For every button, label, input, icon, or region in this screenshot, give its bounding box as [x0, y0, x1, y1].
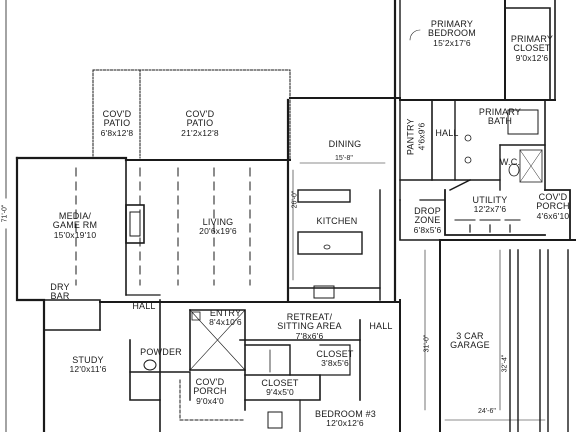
hall-right-label: HALL	[365, 321, 397, 331]
closet-lower-name: CLOSET	[261, 378, 299, 388]
covd-patio-small-label: COV'D PATIO 6'8x12'8	[92, 109, 142, 138]
kitchen-depth-dim: 26'-0"	[291, 190, 299, 209]
covd-patio-large-label: COV'D PATIO 21'2x12'8	[170, 109, 230, 138]
kitchen-label: KITCHEN	[312, 216, 362, 226]
closet-right-name: CLOSET	[316, 349, 354, 359]
covd-porch-front-dims: 9'0x4'0	[196, 395, 224, 406]
hall-upper-name: HALL	[435, 128, 459, 138]
living-label: LIVING 20'6x19'6	[188, 217, 248, 237]
utility-name: UTILITY	[472, 195, 508, 205]
media-name-2: GAME RM	[52, 220, 98, 231]
closet-right-dims: 3'8x5'6	[321, 358, 349, 369]
primary-closet-dims: 9'0x12'6	[515, 52, 549, 63]
garage-name-1: 3 CAR	[456, 331, 484, 341]
entry-label: ENTRY 8'4x10'6	[198, 308, 253, 328]
covd-porch-right-name-2: PORCH	[536, 201, 570, 212]
dining-name: DINING	[328, 139, 362, 149]
garage-depth-dim-1: 31'-0"	[423, 334, 431, 353]
covd-porch-front-name-1: COV'D	[195, 377, 225, 387]
wc-name: W.C.	[499, 157, 521, 167]
overall-depth-dim: 71'-0"	[1, 198, 9, 229]
hall-right-name: HALL	[369, 321, 393, 331]
covd-porch-front-label: COV'D PORCH 9'0x4'0	[185, 377, 235, 406]
utility-label: UTILITY 12'2x7'6	[465, 195, 515, 215]
kitchen-name: KITCHEN	[316, 216, 358, 226]
primary-bedroom-dims: 15'2x17'6	[433, 37, 471, 48]
dining-label: DINING	[320, 139, 370, 149]
media-label: MEDIA/ GAME RM 15'0x19'10	[40, 211, 110, 240]
primary-bath-label: PRIMARY BATH	[470, 107, 530, 127]
covd-patio-small-name-2: PATIO	[103, 118, 131, 129]
covd-patio-small-name-1: COV'D	[102, 109, 132, 119]
study-name: STUDY	[72, 355, 104, 365]
garage-name-2: GARAGE	[450, 340, 490, 351]
drop-zone-dims: 6'8x5'6	[413, 224, 442, 235]
covd-patio-large-name-2: PATIO	[186, 118, 214, 129]
living-dims: 20'6x19'6	[199, 226, 237, 237]
garage-label: 3 CAR GARAGE	[445, 331, 495, 351]
dining-width-dim: 15'-8"	[335, 155, 353, 162]
pantry-dims: 4'6x9'6	[416, 122, 427, 151]
media-name-1: MEDIA/	[58, 211, 92, 221]
bedroom3-name: BEDROOM #3	[315, 409, 377, 419]
bedroom3-label: BEDROOM #3 12'0x12'6	[315, 409, 377, 429]
bedroom3-dims: 12'0x12'6	[326, 418, 364, 429]
drop-zone-label: DROP ZONE 6'8x5'6	[405, 206, 450, 235]
pantry-label: PANTRY 4'6x9'6	[390, 118, 440, 160]
closet-lower-dims: 9'4x5'0	[266, 387, 294, 398]
primary-bedroom-name-2: BEDROOM	[428, 28, 476, 39]
study-label: STUDY 12'0x11'6	[58, 355, 118, 375]
covd-patio-large-dims: 21'2x12'8	[181, 127, 219, 138]
retreat-name-1: RETREAT/	[286, 312, 333, 322]
primary-bedroom-label: PRIMARY BEDROOM 15'2x17'6	[412, 19, 492, 48]
entry-dims: 8'4x10'6	[209, 317, 242, 328]
primary-bedroom-name-1: PRIMARY	[430, 19, 474, 29]
dry-bar-name-1: DRY	[50, 282, 70, 292]
hall-upper-label: HALL	[433, 128, 461, 138]
primary-closet-label: PRIMARY CLOSET 9'0x12'6	[507, 34, 557, 63]
retreat-label: RETREAT/ SITTING AREA 7'8x6'6	[262, 312, 357, 341]
pantry-name: PANTRY	[405, 118, 416, 156]
dry-bar-label: DRY BAR	[45, 282, 75, 302]
hall-left-label: HALL	[128, 301, 160, 311]
covd-porch-right-label: COV'D PORCH 4'6x6'10	[530, 192, 576, 221]
covd-porch-right-name-1: COV'D	[538, 192, 568, 202]
drop-zone-name-1: DROP	[414, 206, 441, 216]
wc-label: W.C.	[498, 157, 522, 167]
retreat-name-2: SITTING AREA	[277, 321, 342, 332]
garage-depth-dim-2: 32'-4"	[501, 354, 509, 373]
covd-patio-small-dims: 6'8x12'8	[100, 127, 134, 138]
garage-width-dim: 24'-6"	[478, 408, 496, 415]
closet-lower-label: CLOSET 9'4x5'0	[255, 378, 305, 398]
primary-closet-name-1: PRIMARY	[510, 34, 554, 44]
covd-porch-right-dims: 4'6x6'10	[536, 210, 570, 221]
dry-bar-name-2: BAR	[50, 291, 70, 302]
closet-right-label: CLOSET 3'8x5'6	[315, 349, 355, 369]
powder-name: POWDER	[140, 347, 182, 357]
primary-closet-name-2: CLOSET	[513, 43, 551, 54]
study-dims: 12'0x11'6	[69, 364, 107, 375]
primary-bath-name-1: PRIMARY	[478, 107, 522, 117]
utility-dims: 12'2x7'6	[473, 204, 507, 215]
retreat-dims: 7'8x6'6	[295, 330, 324, 341]
covd-porch-front-name-2: PORCH	[193, 386, 227, 397]
powder-label: POWDER	[136, 347, 186, 357]
hall-left-name: HALL	[132, 301, 156, 311]
living-name: LIVING	[202, 217, 234, 227]
primary-bath-name-2: BATH	[487, 116, 513, 127]
drop-zone-name-2: ZONE	[414, 215, 441, 226]
media-dims: 15'0x19'10	[53, 229, 97, 240]
entry-name: ENTRY	[209, 308, 242, 318]
covd-patio-large-name-1: COV'D	[185, 109, 215, 119]
